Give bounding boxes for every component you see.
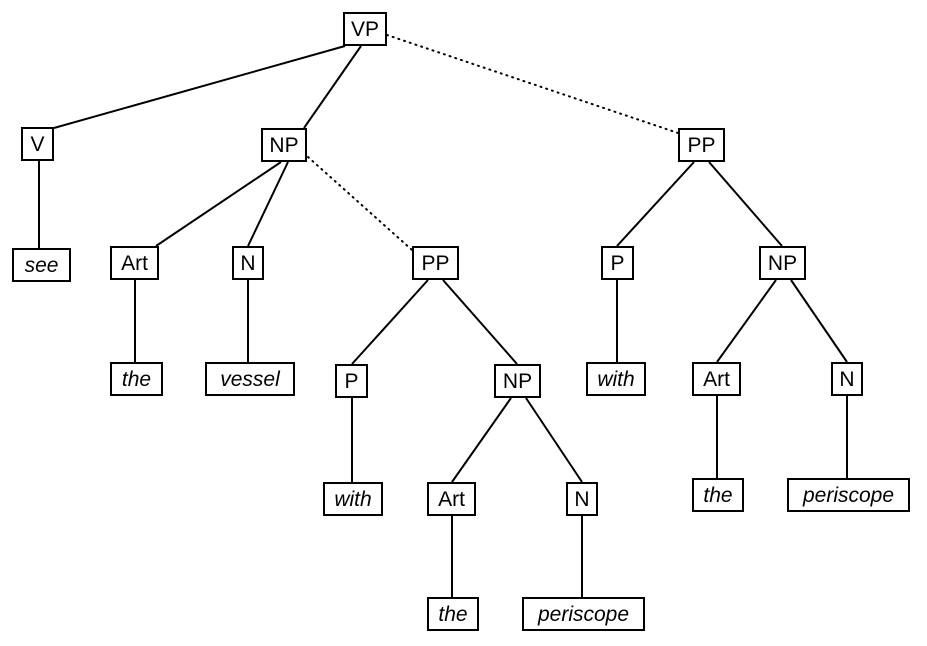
tree-leaf-with2[interactable]: with: [586, 362, 646, 396]
tree-edge: [53, 45, 346, 129]
tree-node-np3[interactable]: NP: [759, 246, 806, 280]
tree-node-p2[interactable]: P: [601, 246, 634, 280]
tree-node-np1[interactable]: NP: [261, 128, 307, 162]
tree-node-n3[interactable]: N: [831, 362, 863, 396]
tree-node-n1[interactable]: N: [232, 246, 264, 280]
tree-leaf-vessel[interactable]: vessel: [205, 362, 295, 396]
tree-leaf-see[interactable]: see: [12, 248, 71, 282]
tree-edge-dotted: [307, 156, 413, 251]
tree-leaf-periscope2[interactable]: periscope: [787, 478, 910, 512]
tree-edge: [525, 397, 583, 483]
tree-node-vp[interactable]: VP: [343, 12, 387, 46]
tree-leaf-the2[interactable]: the: [427, 597, 479, 631]
tree-leaf-with1[interactable]: with: [323, 482, 383, 516]
tree-node-np2[interactable]: NP: [494, 364, 541, 398]
tree-node-art1[interactable]: Art: [110, 246, 159, 280]
tree-edge: [708, 161, 783, 247]
tree-edge: [451, 397, 512, 483]
tree-node-p1[interactable]: P: [335, 364, 368, 398]
tree-edge: [790, 279, 848, 363]
tree-leaf-periscope1[interactable]: periscope: [522, 597, 645, 631]
tree-edge: [303, 45, 362, 129]
tree-node-art2[interactable]: Art: [427, 482, 476, 516]
tree-edge: [155, 161, 282, 247]
tree-edge: [351, 279, 429, 365]
tree-node-n2[interactable]: N: [566, 482, 598, 516]
tree-edge: [616, 161, 695, 247]
tree-leaf-the3[interactable]: the: [692, 478, 744, 512]
tree-leaf-the1[interactable]: the: [110, 362, 163, 396]
tree-node-art3[interactable]: Art: [692, 362, 741, 396]
tree-node-v[interactable]: V: [21, 127, 54, 161]
tree-node-pp2[interactable]: PP: [678, 128, 725, 162]
tree-edge: [716, 279, 777, 363]
tree-edge: [442, 279, 518, 365]
tree-edge: [247, 161, 289, 247]
tree-node-pp1[interactable]: PP: [412, 246, 459, 280]
tree-edge-dotted: [386, 34, 679, 134]
